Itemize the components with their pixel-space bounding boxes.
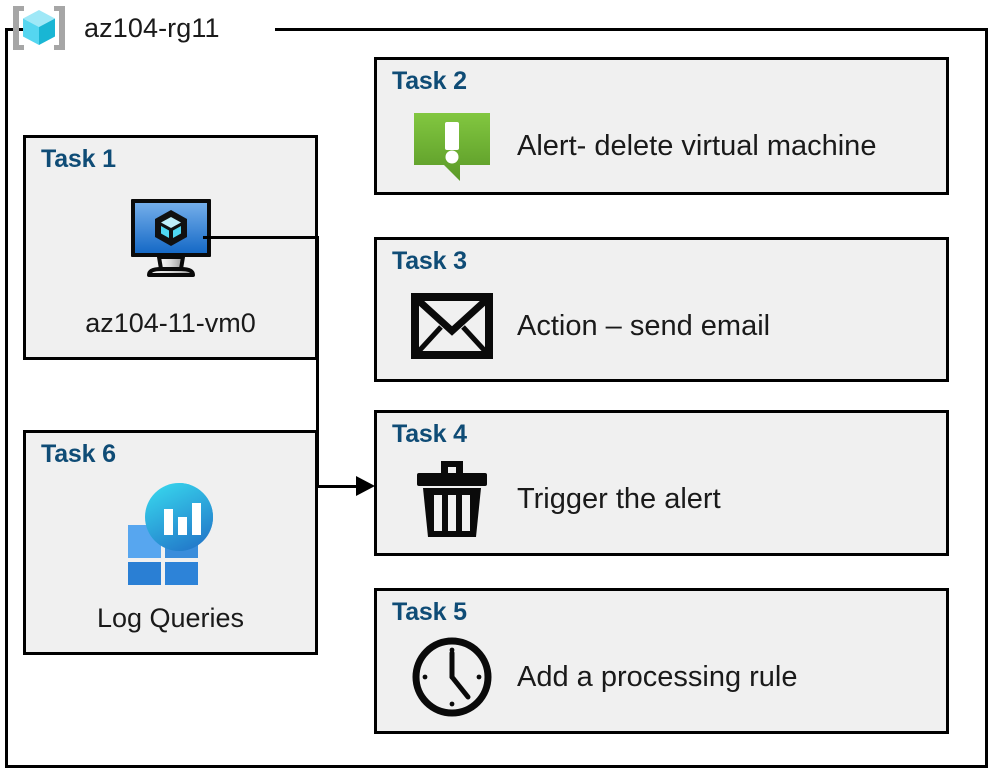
task-3-content: Action – send email <box>409 282 936 370</box>
resource-group-frame <box>5 28 988 768</box>
task-5-label: Task 5 <box>392 598 467 626</box>
virtual-machine-monitor-icon <box>26 192 315 284</box>
task-6-caption: Log Queries <box>96 603 245 633</box>
log-queries-icon <box>26 483 315 585</box>
task-5-box[interactable]: Task 5 Add a processing rule <box>374 588 949 734</box>
task-6-label: Task 6 <box>41 440 116 468</box>
task-2-label: Task 2 <box>392 67 467 95</box>
task-3-caption: Action – send email <box>517 309 771 342</box>
connector-segment-horizontal-bottom <box>316 485 364 488</box>
task-3-label: Task 3 <box>392 247 467 275</box>
resource-group-name: az104-rg11 <box>84 12 220 43</box>
trash-can-icon <box>409 459 495 539</box>
task-1-box[interactable]: Task 1 <box>23 135 318 360</box>
task-2-box[interactable]: Task 2 Alert- delete virtual machine <box>374 57 949 195</box>
rg-frame-top-right-segment <box>275 28 988 31</box>
task-1-caption: az104-11-vm0 <box>85 308 256 338</box>
connector-arrowhead-icon <box>356 476 375 496</box>
task-5-caption: Add a processing rule <box>517 660 798 693</box>
clock-icon <box>409 637 495 717</box>
task-2-content: Alert- delete virtual machine <box>409 102 936 190</box>
task-1-label: Task 1 <box>41 145 116 173</box>
resource-group-cube-icon <box>8 3 70 53</box>
task-4-content: Trigger the alert <box>409 455 936 543</box>
task-6-box[interactable]: Task 6 <box>23 430 318 655</box>
task-4-caption: Trigger the alert <box>517 482 721 515</box>
task-4-label: Task 4 <box>392 420 467 448</box>
resource-group-header: az104-rg11 <box>8 2 220 54</box>
connector-segment-vertical <box>316 236 319 488</box>
envelope-icon <box>409 286 495 366</box>
task-2-caption: Alert- delete virtual machine <box>517 129 877 162</box>
task-4-box[interactable]: Task 4 Trigger the alert <box>374 410 949 556</box>
alert-exclamation-icon <box>409 106 495 186</box>
task-5-content: Add a processing rule <box>409 633 936 721</box>
connector-segment-horizontal-top <box>203 236 319 239</box>
task-3-box[interactable]: Task 3 Action – send email <box>374 237 949 382</box>
